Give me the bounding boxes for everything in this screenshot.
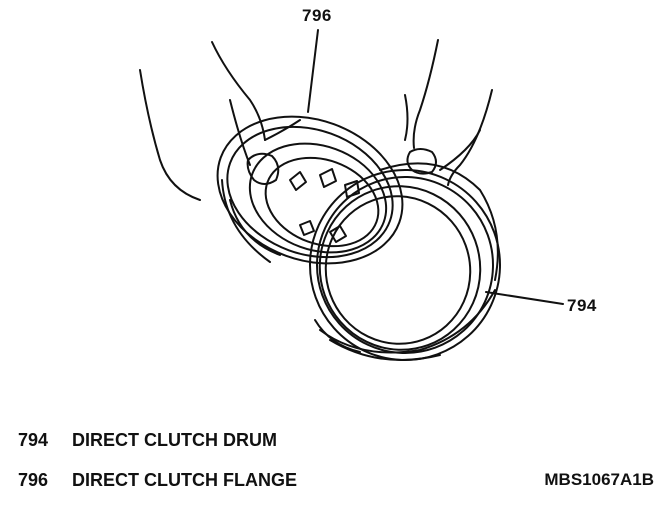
legend-item-796: 796 DIRECT CLUTCH FLANGE (18, 470, 297, 491)
figure-code: MBS1067A1B (544, 470, 654, 489)
direct-clutch-drum (309, 162, 501, 361)
left-hand (139, 41, 301, 201)
legend-text: DIRECT CLUTCH DRUM (72, 430, 277, 450)
callout-796-label: 796 (302, 6, 332, 25)
direct-clutch-flange (216, 115, 404, 265)
legend-number: 796 (18, 470, 49, 490)
legend-item-794: 794 DIRECT CLUTCH DRUM (18, 430, 277, 451)
legend-number: 794 (18, 430, 49, 450)
right-hand (404, 39, 493, 186)
callout-794-label: 794 (567, 296, 597, 315)
legend-text: DIRECT CLUTCH FLANGE (72, 470, 297, 490)
